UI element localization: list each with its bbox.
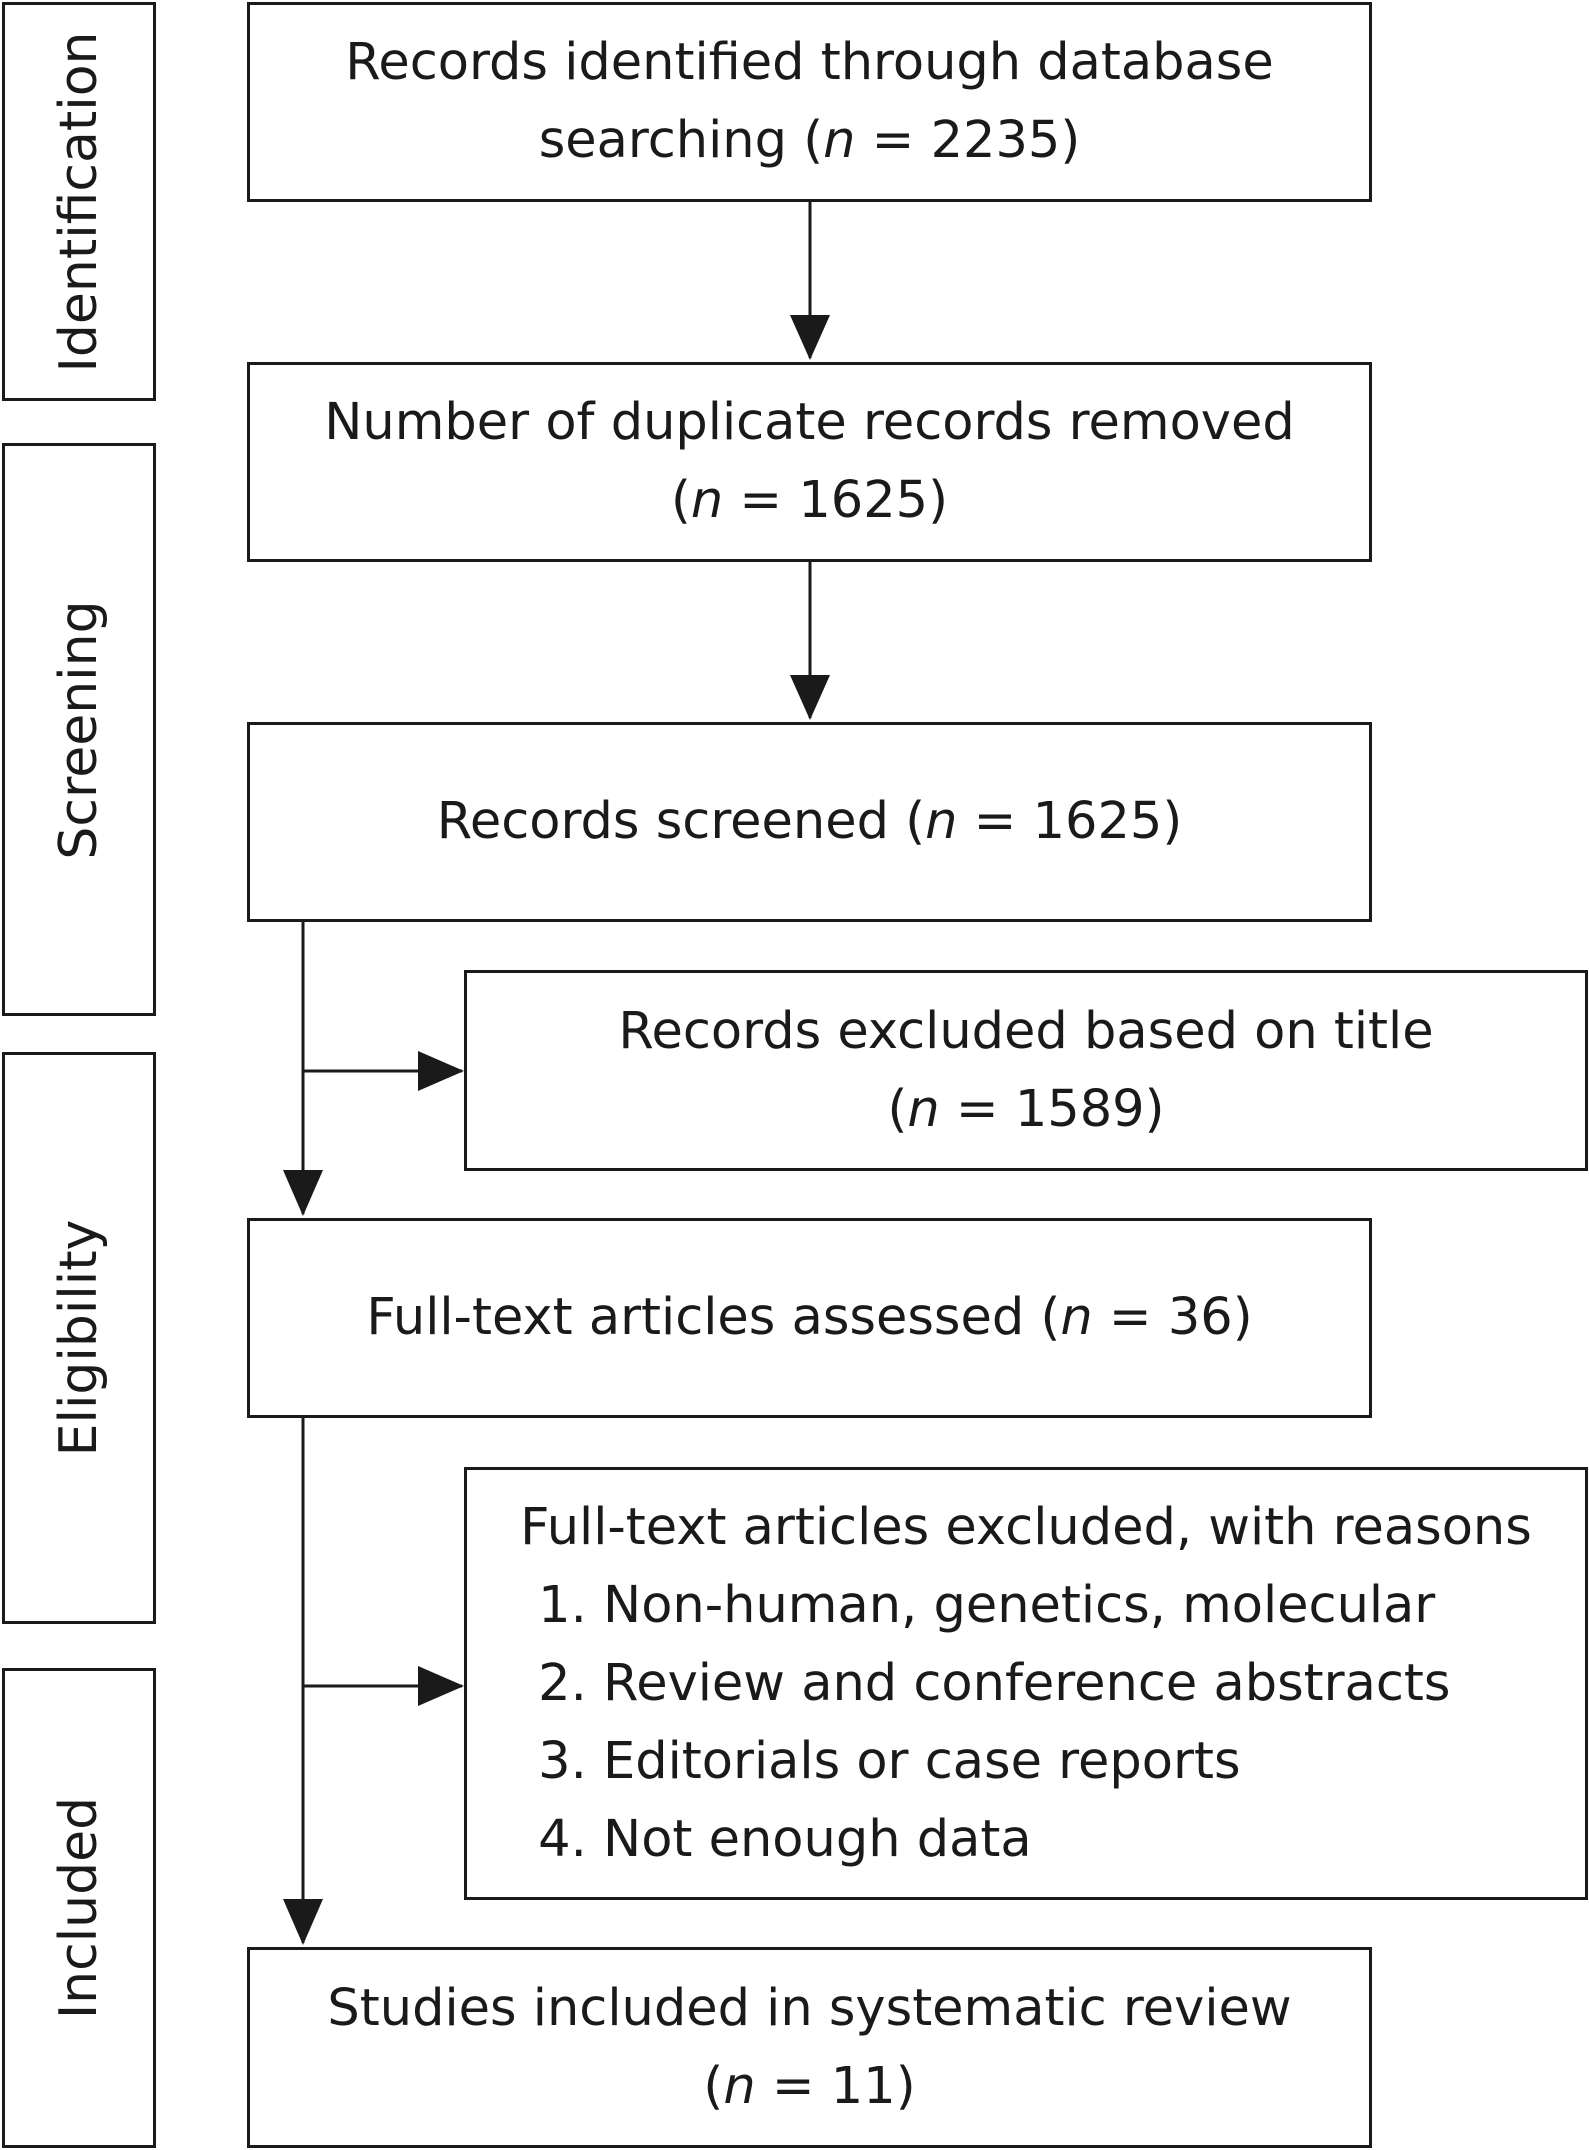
box-records-identified: Records identified through database sear… [247, 2, 1372, 202]
arrowhead-3 [283, 1170, 323, 1216]
box-line: Full-text articles assessed (n = 36) [366, 1288, 1253, 1347]
arrowhead-1 [790, 315, 830, 360]
exclusion-heading: Full-text articles excluded, with reason… [520, 1497, 1532, 1557]
box-line: Records screened (n = 1625) [436, 792, 1183, 851]
box-line: (n = 1589) [887, 1079, 1165, 1139]
stage-included: Included [2, 1668, 156, 2148]
box-duplicates-removed: Number of duplicate records removed (n =… [247, 362, 1372, 562]
exclusion-reason-item: 3. Editorials or case reports [538, 1731, 1241, 1791]
arrowhead-2 [790, 675, 830, 720]
stage-label-identification: Identification [49, 31, 109, 372]
arrowhead-5 [283, 1899, 323, 1945]
stage-screening: Screening [2, 443, 156, 1016]
box-fulltext-excluded: Full-text articles excluded, with reason… [464, 1467, 1588, 1900]
stage-identification: Identification [2, 2, 156, 401]
exclusion-reasons: Full-text articles excluded, with reason… [520, 1489, 1532, 1879]
stage-eligibility: Eligibility [2, 1052, 156, 1624]
box-line: Records identified through database [345, 33, 1274, 92]
exclusion-reason-item: 2. Review and conference abstracts [538, 1653, 1451, 1713]
box-line: Number of duplicate records removed [324, 393, 1295, 452]
box-line: (n = 11) [703, 2056, 916, 2116]
box-line: (n = 1625) [670, 471, 949, 530]
arrowhead-4 [418, 1051, 464, 1091]
box-line: Records excluded based on title [618, 1001, 1434, 1061]
box-studies-included: Studies included in systematic review (n… [247, 1947, 1372, 2148]
stage-label-included: Included [49, 1796, 109, 2020]
box-records-screened: Records screened (n = 1625) [247, 722, 1372, 922]
box-excluded-title: Records excluded based on title (n = 158… [464, 970, 1588, 1171]
box-line: searching (n = 2235) [538, 111, 1081, 170]
stage-label-eligibility: Eligibility [49, 1219, 109, 1457]
arrowhead-6 [418, 1666, 464, 1706]
box-fulltext-assessed: Full-text articles assessed (n = 36) [247, 1218, 1372, 1418]
exclusion-reason-item: 1. Non-human, genetics, molecular [538, 1575, 1436, 1635]
box-line: Studies included in systematic review [327, 1978, 1292, 2038]
stage-label-screening: Screening [49, 599, 109, 860]
exclusion-reason-item: 4. Not enough data [538, 1809, 1032, 1869]
